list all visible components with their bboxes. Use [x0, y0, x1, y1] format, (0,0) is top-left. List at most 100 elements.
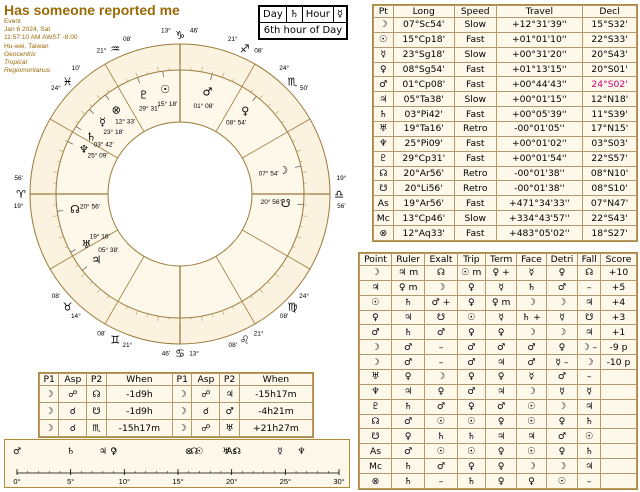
dignity-cell: ☽ — [516, 383, 547, 400]
degree-tick — [89, 103, 93, 107]
dignity-cell — [599, 383, 638, 400]
position-pt: ♀ — [373, 61, 394, 78]
cusp-minute: 46' — [190, 28, 198, 35]
degree-tick — [267, 281, 271, 285]
degree-tick — [146, 313, 149, 317]
aspect-header: Asp — [58, 373, 88, 386]
cusp-sign-glyph: ♌ — [240, 333, 250, 346]
dignity-cell: – — [424, 339, 458, 356]
dignity-cell: ♀ — [456, 369, 487, 385]
dignity-cell: ♃ — [485, 354, 518, 371]
position-decl: 12°N18' — [582, 91, 637, 108]
position-row: ♂01°Cp08'Fast+00°44'43''24°S02' — [373, 76, 637, 93]
degree-tick — [241, 301, 245, 306]
cusp-minute: 08' — [280, 313, 288, 320]
aspect-cell: +21h27m — [238, 419, 314, 437]
positions-header-long: Long — [392, 5, 455, 18]
cusp-sign-glyph: ♎ — [334, 188, 344, 201]
degree-tick — [115, 301, 119, 306]
cusp-minute: 08' — [254, 47, 262, 54]
position-speed: Retro — [453, 180, 497, 197]
degree-tick — [80, 110, 86, 115]
dignity-cell: ☽ – — [577, 339, 601, 356]
planet-glyph: ♃ — [92, 253, 102, 266]
position-travel: +00°01'02'' — [495, 135, 584, 152]
position-speed: Retro — [453, 165, 497, 182]
dignity-row: ♇♄♂♀♂☉☽♃ — [358, 398, 638, 415]
aspect-cell: ☌ — [58, 402, 88, 420]
position-travel: -00°01'38'' — [495, 180, 584, 197]
position-speed: Fast — [453, 31, 497, 48]
position-travel: -00°01'05'' — [495, 121, 584, 137]
position-speed: Slow — [453, 210, 497, 227]
dignity-header-score: Score — [599, 253, 638, 266]
dignity-cell: ☽ — [424, 369, 458, 385]
degree-tick — [146, 71, 149, 75]
position-decl: 22°S57' — [582, 150, 637, 167]
position-pt: ♆ — [373, 135, 394, 152]
position-travel: +471°34'33'' — [495, 195, 584, 212]
planet-degree: 25° 09' — [87, 152, 107, 160]
degree-tick — [232, 78, 234, 82]
position-long: 29°Cp31' — [392, 150, 455, 167]
dignity-cell: ♃ — [485, 428, 518, 445]
dignity-row: ♀♃☋☉☿♄ +☿☋+3 — [358, 309, 638, 326]
degree-tick — [135, 72, 138, 78]
position-travel: +12°31'39'' — [495, 17, 584, 33]
dignity-cell: ♂ — [358, 324, 393, 341]
position-speed: Fast — [453, 76, 497, 93]
degree-tick — [292, 246, 296, 248]
planet-pointer — [210, 74, 213, 81]
strip-tick-label: 15° — [172, 477, 183, 486]
aspect-cell: ☽ — [172, 402, 193, 420]
dignity-cell: ☽ — [545, 458, 579, 475]
dignity-cell: ☽ — [358, 339, 393, 356]
planet-glyph: ☽ — [278, 164, 288, 177]
cusp-degree: 19° — [336, 174, 346, 182]
dignity-row: Mc♄♂♀♀☽☽♃ — [358, 458, 638, 475]
degree-tick — [274, 273, 280, 278]
planet-degree: 01° 08' — [193, 102, 213, 110]
degree-tick — [68, 255, 73, 259]
position-travel: +00°05'39'' — [495, 106, 584, 123]
cusp-minute: 10' — [72, 65, 80, 72]
cusp-sign-glyph: ♉ — [63, 300, 73, 313]
cusp-minute: 50' — [300, 85, 308, 92]
cusp-degree: 13° — [189, 349, 199, 357]
planet-pointer — [105, 94, 110, 100]
event-type: Event — [4, 18, 21, 25]
planet-glyph: ♇ — [139, 88, 149, 101]
dignity-cell: ♂ — [545, 428, 579, 445]
dignity-cell: ♀ m — [485, 294, 518, 311]
strip-tick-label: 20° — [226, 477, 237, 486]
dignity-cell: ♀ — [391, 369, 426, 385]
dignity-cell: ☿ — [485, 309, 518, 326]
dignity-cell: ☊ — [358, 413, 393, 430]
position-travel: +00°44'43'' — [495, 76, 584, 93]
position-speed: Fast — [453, 195, 497, 212]
cusp-sign-glyph: ♋ — [175, 347, 185, 360]
dignity-cell: – — [577, 473, 601, 489]
position-long: 23°Sg18' — [392, 46, 455, 63]
aspect-cell: ☌ — [58, 419, 88, 437]
dignity-cell: ♀ — [456, 294, 487, 311]
dignity-cell: ♃ — [391, 309, 426, 326]
degree-tick — [287, 129, 292, 133]
cusp-sign-glyph: ♒ — [110, 43, 120, 56]
strip-point-glyph: ♆ — [297, 447, 305, 457]
inner-circle — [107, 121, 253, 267]
position-long: 25°Pi09' — [392, 135, 455, 152]
degree-tick — [241, 82, 245, 87]
dignity-cell: ☉ — [424, 413, 458, 430]
dignity-cell: ♃ — [516, 428, 547, 445]
dignity-cell: ☉ m — [456, 265, 487, 281]
dignity-header-fall: Fall — [577, 253, 601, 266]
planet-glyph: ☉ — [160, 83, 170, 96]
position-decl: 18°S27' — [582, 225, 637, 241]
degree-tick — [68, 129, 73, 133]
planet-glyph: ☿ — [99, 116, 106, 129]
